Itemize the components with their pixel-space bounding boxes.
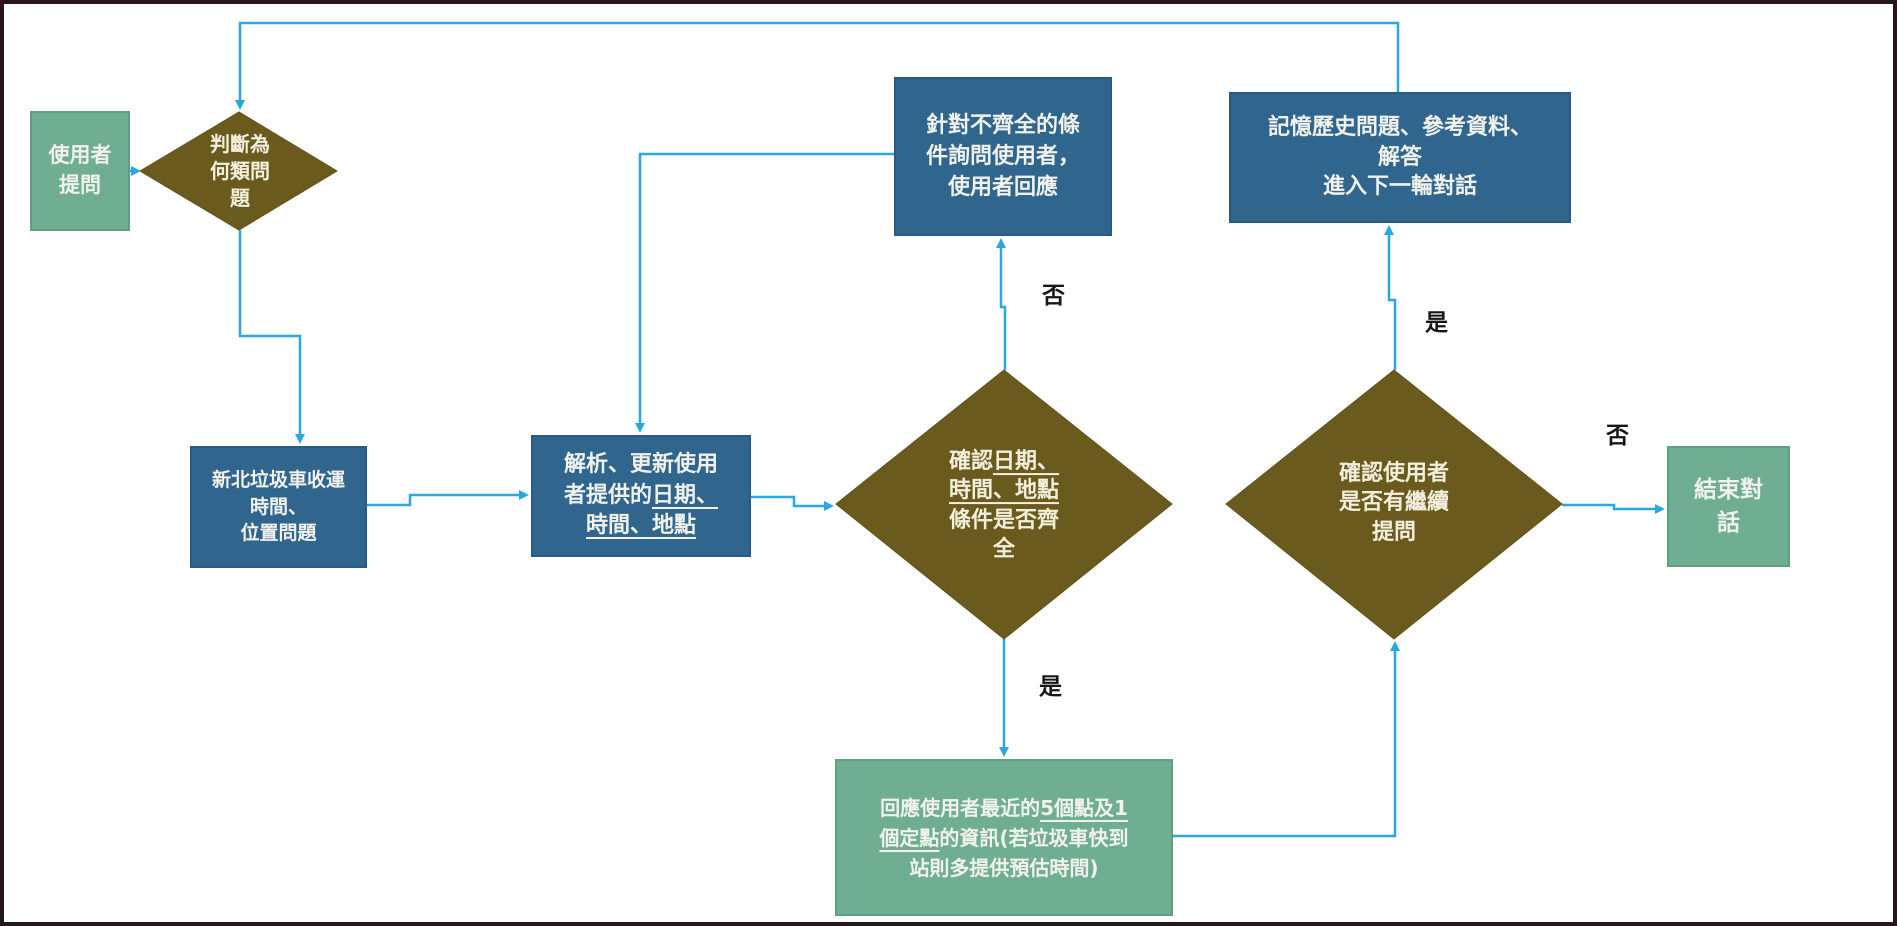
text-line: 題 bbox=[230, 185, 250, 210]
flow-connector-layer bbox=[130, 21, 1665, 838]
text-line: 提問 bbox=[1371, 519, 1417, 545]
text-line: 使用者回應 bbox=[947, 175, 1058, 201]
connector-respond-to-cont bbox=[1173, 641, 1400, 838]
connector-check-no-to-ask bbox=[996, 238, 1007, 370]
node-ask-user: 針對不齊全的條 件詢問使用者， 使用者回應 bbox=[894, 77, 1112, 236]
text-line: 位置問題 bbox=[240, 522, 317, 545]
connector-classify-to-newtaipei bbox=[238, 230, 305, 444]
text-line: 時間、地點 bbox=[949, 477, 1059, 506]
node-end-dialog: 結束對 話 bbox=[1667, 446, 1790, 567]
node-respond-info: 回應使用者最近的5個點及1 個定點的資訊(若垃圾車快到 站則多提供預估時間) bbox=[835, 759, 1173, 916]
text-line: 解析、更新使用 bbox=[564, 450, 718, 480]
text-line: 是否有繼續 bbox=[1338, 490, 1450, 516]
node-parse-update: 解析、更新使用 者提供的日期、 時間、地點 bbox=[531, 435, 751, 557]
text-segment-underlined: 時間、地點 bbox=[585, 513, 696, 539]
text-line: 時間、 bbox=[249, 495, 307, 518]
decision-diamond-classify bbox=[139, 111, 338, 231]
text-line: 者提供的日期、 bbox=[564, 481, 718, 511]
text-line: 全 bbox=[949, 535, 1059, 564]
decision-diamond-continue bbox=[1225, 369, 1563, 640]
node-check-label: 確認日期、 時間、地點 條件是否齊 全 bbox=[949, 447, 1059, 565]
text-line: 話 bbox=[1717, 509, 1740, 536]
text-line: 條件是否齊 bbox=[949, 506, 1059, 535]
connector-newtaipei-to-parse bbox=[367, 490, 529, 507]
text-line: 結束對 bbox=[1694, 476, 1763, 503]
edge-label-check-no: 否 bbox=[1042, 283, 1065, 309]
text-segment-underlined: 日期、 bbox=[993, 449, 1060, 475]
edge-label-cont-yes: 是 bbox=[1425, 310, 1448, 336]
node-classify-label: 判斷為 何類問 題 bbox=[210, 131, 270, 211]
text-segment: 解析、更新使用 bbox=[563, 452, 718, 478]
text-line: 解答 bbox=[1377, 144, 1422, 170]
node-user-question: 使用者 提問 bbox=[30, 111, 130, 231]
text-line: 件詢問使用者， bbox=[925, 143, 1080, 169]
node-continue-label: 確認使用者 是否有繼續 提問 bbox=[1339, 459, 1449, 547]
text-segment: 全 bbox=[992, 537, 1015, 563]
edge-label-check-yes: 是 bbox=[1039, 674, 1062, 700]
connector-ask-loop-to-parse bbox=[635, 152, 894, 433]
text-line: 確認使用者 bbox=[1338, 460, 1450, 486]
text-line: 站則多提供預估時間) bbox=[909, 853, 1098, 883]
text-line: 進入下一輪對話 bbox=[1322, 174, 1477, 200]
text-line: 時間、地點 bbox=[586, 511, 696, 541]
text-segment: 者提供的 bbox=[563, 482, 652, 508]
connector-cont-no-to-end bbox=[1562, 503, 1665, 514]
text-line: 提問 bbox=[59, 173, 101, 197]
edge-label-cont-no: 否 bbox=[1606, 423, 1629, 449]
connector-parse-to-check bbox=[751, 495, 834, 511]
connector-memory-loop-to-classify bbox=[235, 21, 1400, 110]
text-line: 記憶歷史問題、參考資料、 bbox=[1267, 114, 1532, 140]
text-segment: 的資訊(若垃圾車快到 bbox=[939, 825, 1129, 850]
text-segment: 站則多提供預估時間) bbox=[909, 855, 1099, 880]
decision-diamond-check bbox=[835, 369, 1173, 640]
text-line: 判斷為 bbox=[210, 131, 270, 156]
text-segment-underlined: 時間、地點 bbox=[948, 478, 1059, 504]
connector-cont-yes-to-memory bbox=[1384, 225, 1397, 370]
text-segment-underlined: 日期、 bbox=[652, 482, 719, 508]
text-line: 使用者 bbox=[48, 143, 112, 168]
node-memory-next-round: 記憶歷史問題、參考資料、 解答 進入下一輪對話 bbox=[1229, 92, 1571, 223]
text-segment: 條件是否齊 bbox=[948, 508, 1059, 533]
text-line: 個定點的資訊(若垃圾車快到 bbox=[879, 823, 1128, 853]
text-segment: 確認 bbox=[948, 449, 993, 475]
text-line: 新北垃圾車收運 bbox=[211, 468, 345, 491]
text-segment-underlined: 5個點及1 bbox=[1040, 795, 1128, 820]
text-segment-underlined: 個定點 bbox=[879, 825, 940, 850]
text-line: 確認日期、 bbox=[949, 447, 1059, 476]
text-line: 何類問 bbox=[210, 158, 270, 183]
text-line: 針對不齊全的條 bbox=[925, 112, 1080, 138]
text-segment: 回應使用者最近的 bbox=[880, 795, 1041, 820]
node-newtaipei-question: 新北垃圾車收運 時間、 位置問題 bbox=[190, 446, 367, 568]
text-line: 回應使用者最近的5個點及1 bbox=[880, 793, 1128, 823]
